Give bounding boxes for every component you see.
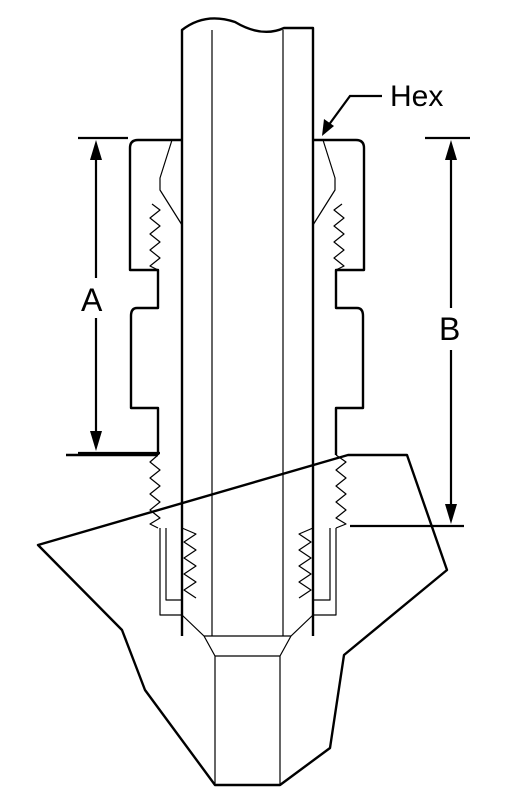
nut-thread-right: [333, 203, 345, 271]
insert-thread-left: [181, 527, 197, 599]
dim-b-arrow-bottom: [445, 504, 457, 524]
body-thread-right: [335, 454, 347, 529]
nut-thread-left: [149, 203, 161, 271]
dim-b-label: B: [439, 311, 460, 347]
dim-a-label: A: [81, 282, 103, 318]
hex-nut-right-outline: [313, 138, 366, 455]
tube-outline: [180, 17, 315, 140]
hex-nut-left-outline: [128, 138, 182, 455]
port-bore-left: [159, 528, 182, 616]
ferrule-right: [312, 139, 336, 226]
dim-b-arrow-top: [445, 140, 457, 160]
dim-a-arrow-bottom: [90, 431, 102, 451]
hex-label: Hex: [390, 80, 443, 113]
dim-a-arrow-top: [90, 140, 102, 160]
port-body-outline: [36, 453, 449, 787]
insert-thread-right: [298, 527, 314, 599]
tip-cone: [181, 614, 314, 785]
ferrule-left: [159, 139, 183, 226]
hex-leader-line: [327, 94, 382, 127]
body-thread-left: [149, 454, 161, 529]
hex-leader-arrowhead: [322, 119, 334, 136]
port-bore-right: [313, 528, 337, 616]
